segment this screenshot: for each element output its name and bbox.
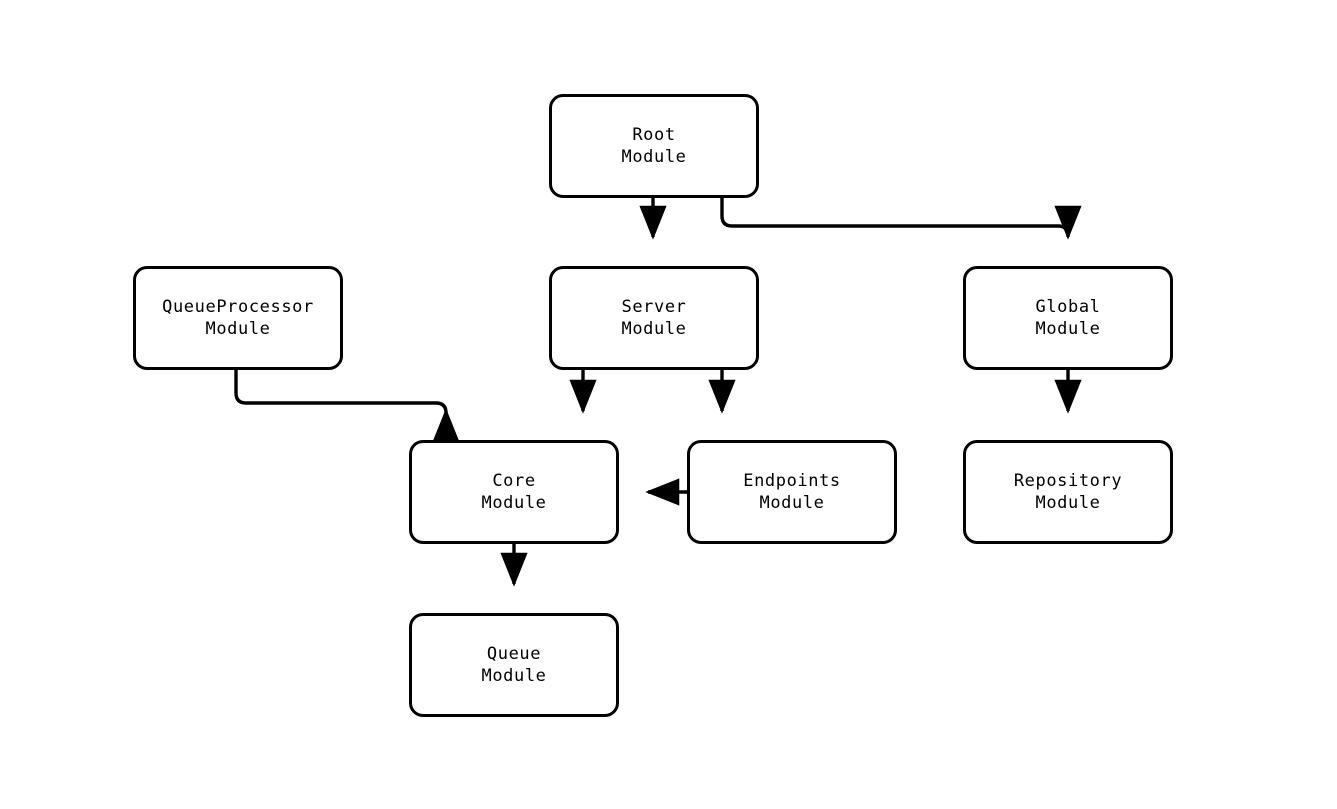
queueprocessor-module-node[interactable]: QueueProcessor Module: [133, 266, 343, 370]
endpoints-module-node[interactable]: Endpoints Module: [687, 440, 897, 544]
node-label-line2: Module: [205, 319, 271, 339]
node-label-line1: QueueProcessor: [162, 297, 314, 317]
root-module-node[interactable]: Root Module: [549, 94, 759, 198]
node-label-line2: Module: [1035, 319, 1101, 339]
node-label-line2: Module: [621, 147, 687, 167]
node-label-line1: Root: [632, 125, 676, 145]
queue-module-node[interactable]: Queue Module: [409, 613, 619, 717]
node-label-line1: Repository: [1013, 471, 1123, 491]
node-label-line2: Module: [759, 493, 825, 513]
node-label-line2: Module: [481, 493, 547, 513]
edge-queueprocessor-to-core: [234, 370, 460, 443]
global-module-node[interactable]: Global Module: [963, 266, 1173, 370]
node-label-line2: Module: [621, 319, 687, 339]
node-label-line1: Queue: [486, 644, 542, 664]
node-label-line2: Module: [481, 666, 547, 686]
node-label-line2: Module: [1035, 493, 1101, 513]
repository-module-node[interactable]: Repository Module: [963, 440, 1173, 544]
core-module-node[interactable]: Core Module: [409, 440, 619, 544]
node-label-line1: Global: [1035, 297, 1101, 317]
edge-root-to-global: [720, 198, 1082, 240]
node-label-line1: Endpoints: [743, 471, 841, 491]
node-label-line1: Server: [621, 297, 687, 317]
server-module-node[interactable]: Server Module: [549, 266, 759, 370]
node-label-line1: Core: [492, 471, 536, 491]
